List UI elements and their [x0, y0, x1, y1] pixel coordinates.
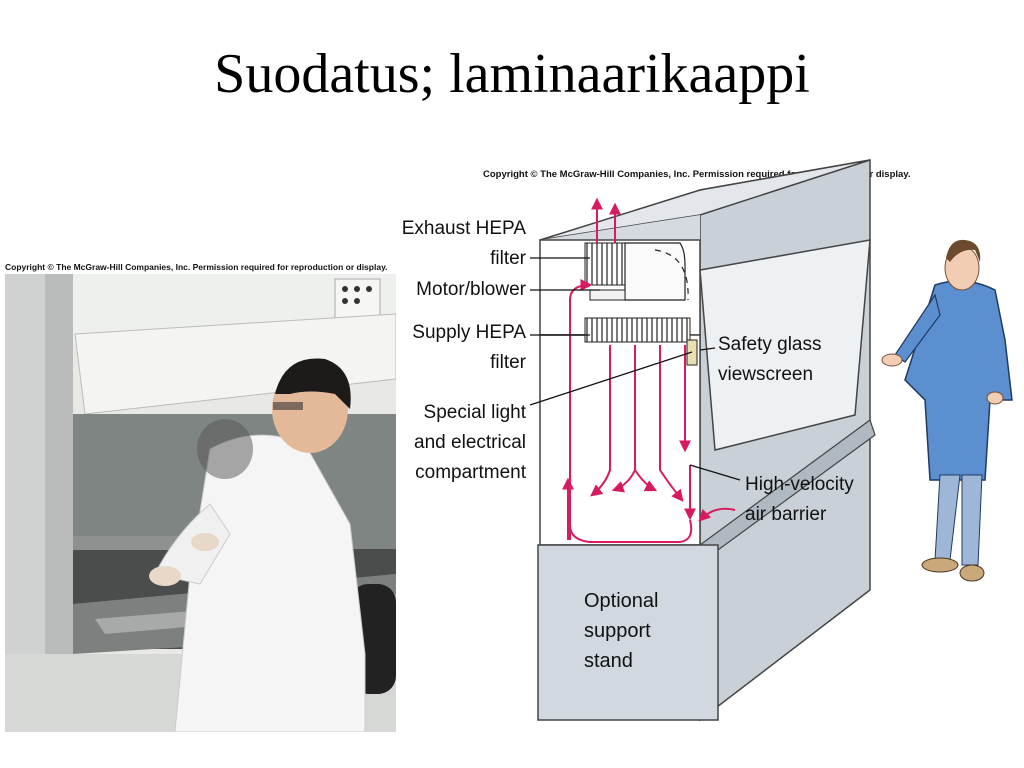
label-air-barrier-line1: High-velocity — [745, 474, 854, 495]
label-optional-support-stand: Optional support stand — [584, 586, 659, 676]
label-special-light-compartment: Special light and electrical compartment — [380, 398, 526, 488]
label-supply-hepa-line2: filter — [490, 352, 526, 373]
label-safety-glass-line1: Safety glass — [718, 334, 822, 355]
label-air-barrier-line2: air barrier — [745, 504, 827, 525]
slide-title: Suodatus; laminaarikaappi — [214, 43, 810, 105]
diagram-copyright: Copyright © The McGraw-Hill Companies, I… — [483, 169, 911, 180]
label-exhaust-hepa-line2: filter — [490, 248, 526, 269]
label-supply-hepa-filter: Supply HEPA filter — [380, 318, 526, 378]
label-safety-glass-viewscreen: Safety glass viewscreen — [718, 330, 822, 390]
label-high-velocity-air-barrier: High-velocity air barrier — [745, 470, 854, 530]
pointing-scientist-illustration — [881, 239, 1013, 582]
label-exhaust-hepa-filter: Exhaust HEPA filter — [380, 214, 526, 274]
photo-copyright: Copyright © The McGraw-Hill Companies, I… — [5, 262, 388, 272]
label-special-light-line1: Special light — [423, 402, 526, 423]
airflow-arrows — [562, 197, 736, 543]
label-special-light-line3: compartment — [415, 462, 526, 483]
label-stand-line1: Optional — [584, 590, 659, 612]
label-stand-line2: support — [584, 620, 651, 642]
label-special-light-line2: and electrical — [414, 432, 526, 453]
label-safety-glass-line2: viewscreen — [718, 364, 814, 385]
label-supply-hepa-line1: Supply HEPA — [412, 322, 526, 343]
biosafety-cabinet-photo — [5, 274, 396, 732]
label-motor-blower: Motor/blower — [416, 279, 526, 300]
label-stand-line3: stand — [584, 650, 633, 672]
label-exhaust-hepa-line1: Exhaust HEPA — [401, 218, 526, 239]
